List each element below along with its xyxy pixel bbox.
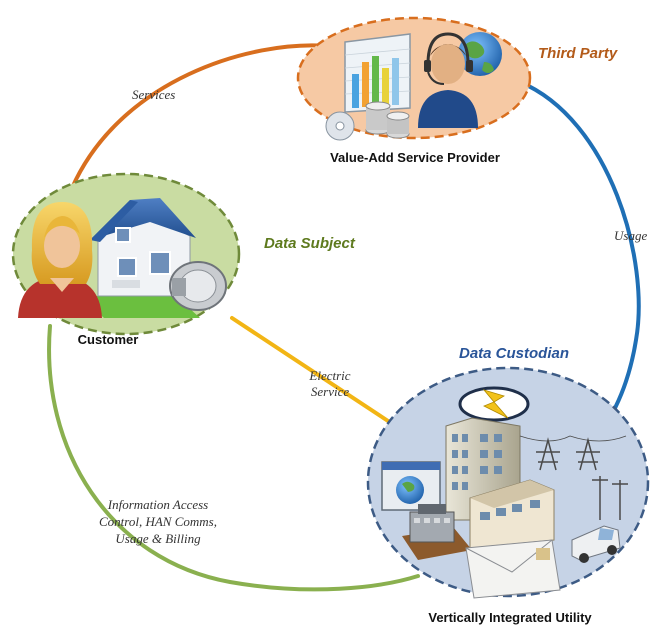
smart-meter-icon <box>169 261 227 311</box>
cash-register-icon <box>402 504 472 560</box>
house-icon <box>80 198 200 318</box>
lightning-bolt-icon <box>458 386 530 422</box>
chart-screen-icon <box>344 33 411 113</box>
utility-role-label: Data Custodian <box>459 345 569 362</box>
envelope-icon <box>465 539 561 599</box>
services-arc <box>70 43 330 190</box>
information-access-arc <box>47 324 420 592</box>
customer-node: Data Subject Customer <box>11 172 356 347</box>
info-label-line2: Control, HAN Comms, <box>99 514 217 529</box>
cd-icon <box>325 111 355 141</box>
info-label-line3: Usage & Billing <box>115 531 201 546</box>
info-label-line1: Information Access <box>107 497 209 512</box>
utility-label: Vertically Integrated Utility <box>428 610 592 625</box>
provider-label: Value-Add Service Provider <box>330 150 500 165</box>
provider-role-label: Third Party <box>538 45 618 62</box>
customer-label: Customer <box>78 332 139 347</box>
utility-node: Data Custodian Vertically Integrated Uti… <box>366 345 650 625</box>
services-label: Services <box>132 87 175 102</box>
customer-avatar-icon <box>18 202 102 318</box>
customer-role-label: Data Subject <box>264 235 356 252</box>
support-agent-icon <box>418 32 478 128</box>
power-lines-icon <box>519 435 628 520</box>
low-building-icon <box>469 479 555 549</box>
electric-service-label-line2: Service <box>311 384 349 399</box>
monitor-globe-icon <box>381 461 441 511</box>
provider-node: Third Party Value-Add Service Provider <box>296 16 618 165</box>
coins-icon <box>365 101 410 139</box>
usage-label: Usage <box>614 228 647 243</box>
electric-service-label-line1: Electric <box>308 368 350 383</box>
truck-icon <box>571 525 621 563</box>
